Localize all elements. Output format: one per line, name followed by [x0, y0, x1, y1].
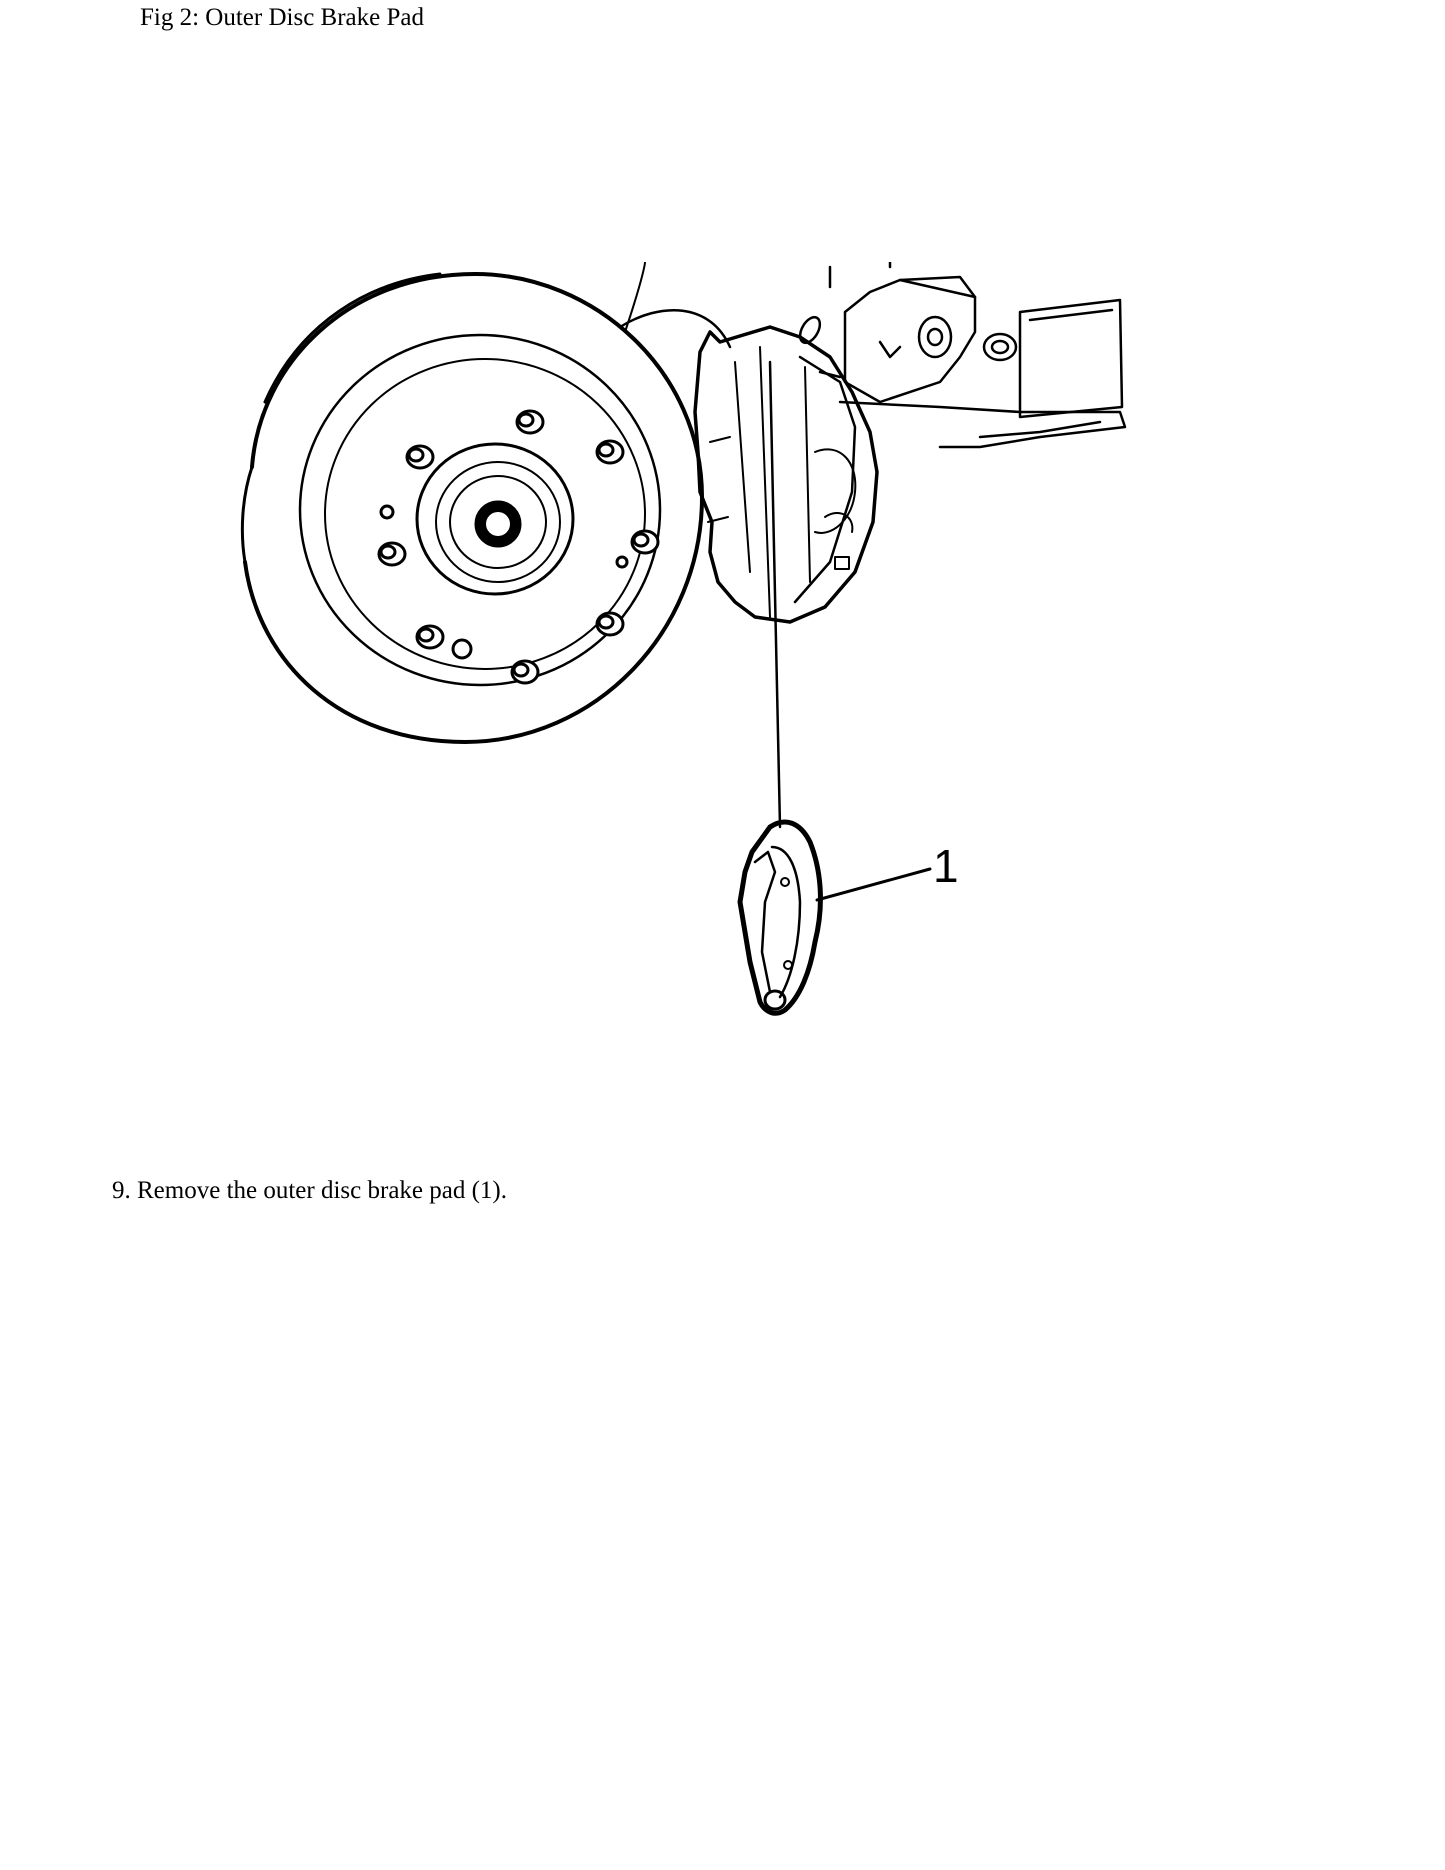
brake-caliper [693, 325, 879, 624]
brake-hose [618, 309, 732, 349]
brake-assembly-illustration: 1 [240, 262, 1260, 1037]
figure-caption: Fig 2: Outer Disc Brake Pad [140, 4, 424, 31]
step-instruction: 9. Remove the outer disc brake pad (1). [112, 1177, 508, 1204]
outer-disc-brake-pad [737, 819, 823, 1016]
callout-label-1: 1 [933, 840, 959, 892]
vehicle-frame [798, 262, 1127, 449]
wheel-hub [415, 442, 575, 596]
callout-leader-1 [815, 867, 932, 902]
brake-rotor [240, 272, 704, 744]
removal-path-line [768, 360, 782, 829]
wheel-studs [377, 409, 660, 685]
